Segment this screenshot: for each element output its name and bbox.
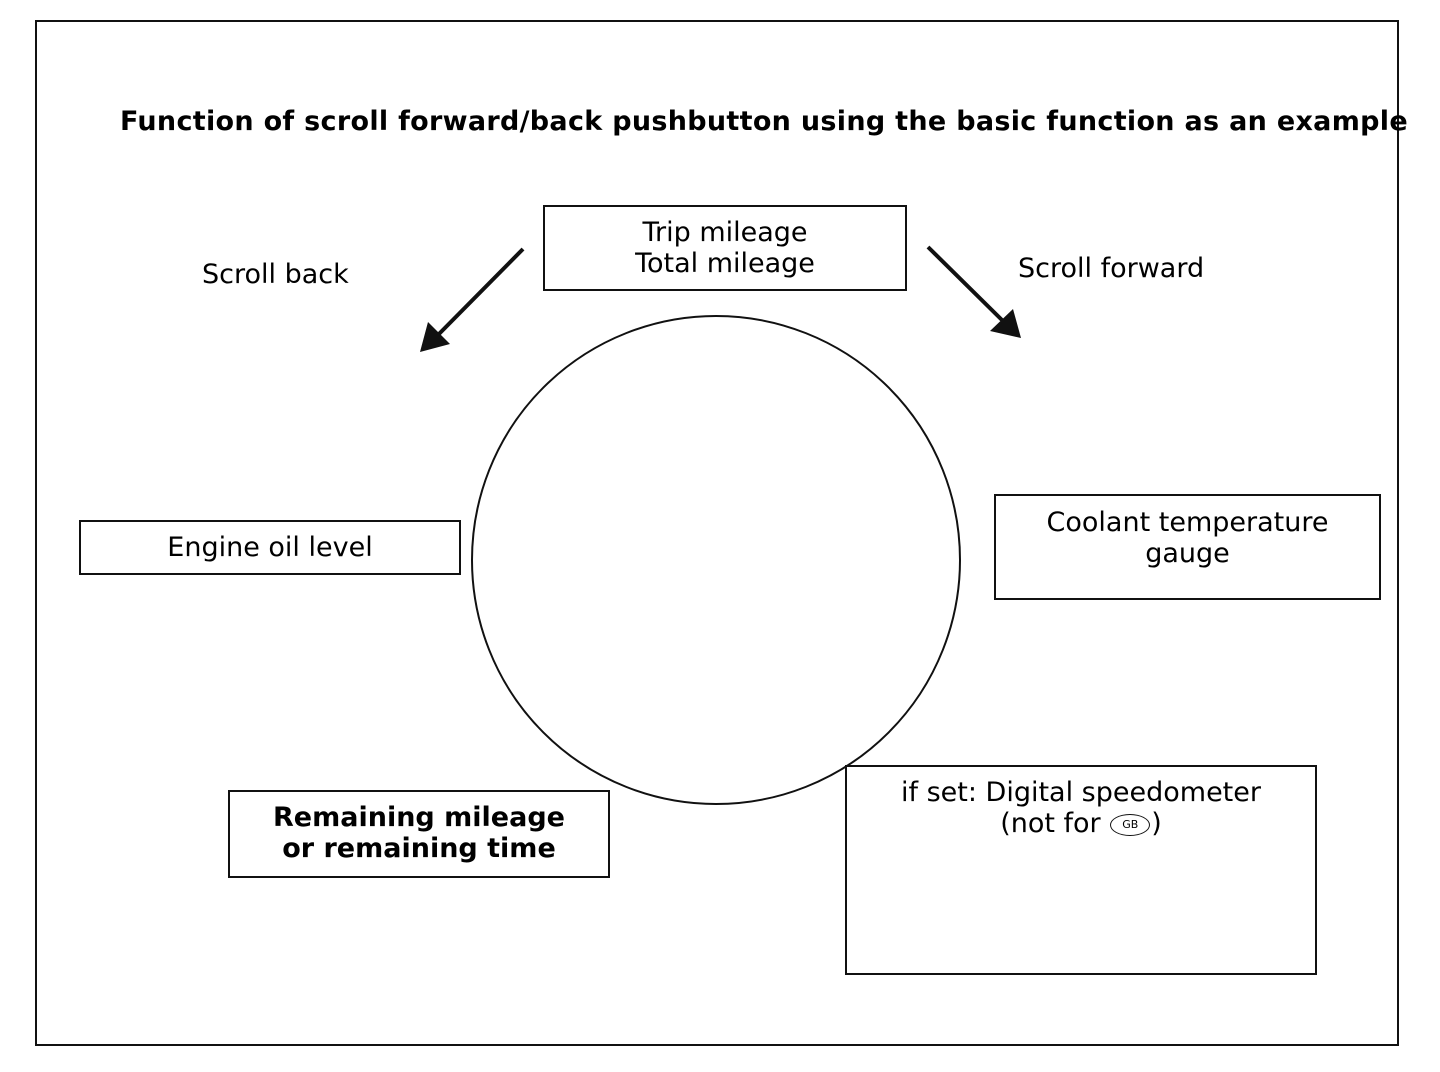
coolant-temperature-text: Coolant temperature: [1046, 507, 1329, 538]
diagram-title: Function of scroll forward/back pushbutt…: [120, 106, 1408, 137]
trip-mileage-text: Trip mileage: [642, 217, 808, 248]
scroll-back-arrow: [420, 247, 525, 352]
engine-oil-level-box: Engine oil level: [79, 520, 461, 575]
engine-oil-level-text: Engine oil level: [167, 532, 373, 563]
not-for-prefix: (not for: [1000, 808, 1101, 839]
remaining-mileage-box: Remaining mileage or remaining time: [228, 790, 610, 878]
remaining-time-text: or remaining time: [282, 833, 556, 864]
coolant-temperature-box: Coolant temperature gauge: [994, 494, 1381, 600]
cycle-circle: [471, 315, 961, 805]
digital-speedometer-text: if set: Digital speedometer: [901, 777, 1261, 808]
total-mileage-text: Total mileage: [635, 248, 815, 279]
digital-speedometer-box: if set: Digital speedometer (not for GB): [845, 765, 1317, 975]
scroll-forward-arrow: [926, 245, 1021, 338]
not-for-gb-text: (not for GB): [847, 808, 1315, 839]
not-for-suffix: ): [1151, 808, 1162, 839]
remaining-mileage-text: Remaining mileage: [273, 802, 565, 833]
diagram-frame: [35, 20, 1399, 1046]
gauge-text: gauge: [1145, 538, 1230, 569]
trip-total-mileage-box: Trip mileage Total mileage: [543, 205, 907, 291]
scroll-back-label: Scroll back: [202, 259, 349, 290]
gb-country-badge: GB: [1110, 813, 1151, 836]
scroll-forward-label: Scroll forward: [1018, 253, 1205, 284]
